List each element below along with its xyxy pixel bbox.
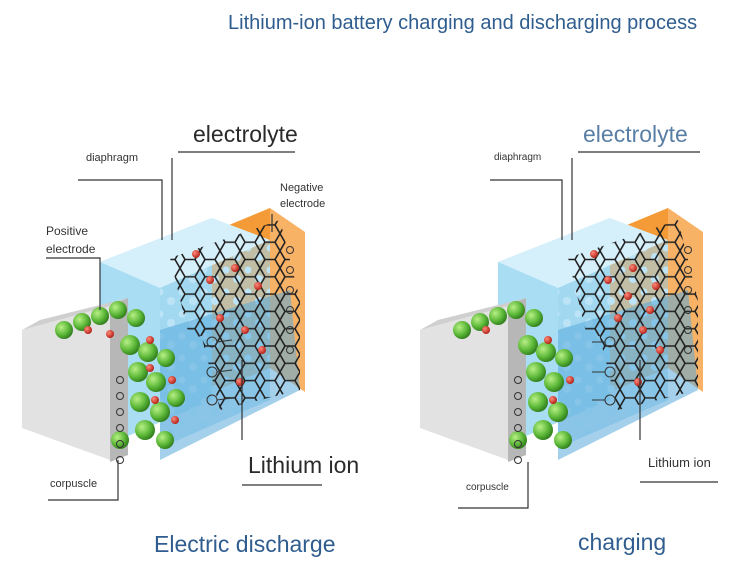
left-corpuscle-label: corpuscle — [50, 478, 98, 490]
left-positive-electrode-label: Positive electrode — [46, 224, 96, 256]
right-cathode-face — [420, 306, 508, 460]
left-graphene-bottom — [200, 300, 300, 410]
right-battery — [420, 151, 718, 509]
right-electrolyte-label: electrolyte — [583, 121, 688, 147]
right-caption: charging — [578, 529, 667, 555]
diagram-title: Lithium-ion battery charging and dischar… — [228, 12, 698, 34]
right-graphene-bottom — [598, 300, 698, 410]
left-electron-arrows — [116, 246, 294, 464]
left-electrolyte-label: electrolyte — [193, 121, 298, 147]
left-leader-lines — [46, 151, 322, 501]
right-electron-arrows — [514, 246, 692, 464]
left-negative-electrode-label: Negative electrode — [280, 182, 326, 210]
left-caption: Electric discharge — [154, 531, 336, 557]
left-lithium-ion-label: Lithium ion — [248, 452, 360, 478]
right-lithium-ions — [482, 250, 664, 404]
right-corpuscle-label: corpuscle — [466, 482, 509, 493]
right-leader-lines — [458, 151, 718, 509]
left-green-particles — [55, 301, 185, 449]
right-diaphragm-label: diaphragm — [494, 152, 542, 163]
right-lithium-ion-label: Lithium ion — [648, 455, 711, 470]
right-green-particles — [453, 301, 573, 449]
left-cathode-face — [22, 306, 110, 460]
left-diaphragm-label: diaphragm — [86, 152, 138, 164]
left-battery — [22, 151, 322, 501]
